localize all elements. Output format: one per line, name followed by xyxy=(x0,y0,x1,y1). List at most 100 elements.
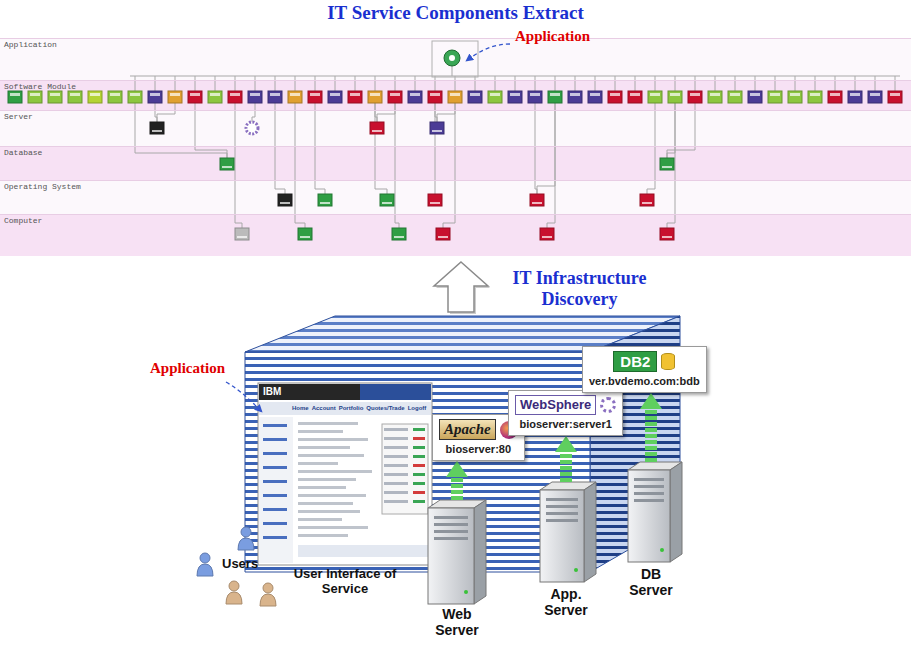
content-line xyxy=(298,446,350,449)
resource-icon-stripe xyxy=(300,236,310,238)
sidebar-link xyxy=(263,522,287,525)
product-logo: WebSphere xyxy=(515,395,596,415)
connector xyxy=(446,461,468,500)
table-change xyxy=(413,446,425,449)
sidebar-link xyxy=(263,508,287,511)
topology-link xyxy=(555,76,556,91)
topology-link xyxy=(377,103,395,122)
module-icon xyxy=(148,91,162,103)
table-change xyxy=(413,437,425,440)
screen-footer xyxy=(298,545,428,557)
screen-nav xyxy=(259,402,431,415)
topology-link xyxy=(895,76,896,91)
product-logo: Apache xyxy=(439,419,496,440)
module-icon xyxy=(748,91,762,103)
drive-slot xyxy=(634,499,664,502)
module-icon xyxy=(128,91,142,103)
lane-label: Operating System xyxy=(0,181,911,193)
connector-line xyxy=(451,475,463,500)
server-side xyxy=(474,500,486,604)
discovery-arrow xyxy=(434,262,488,312)
resource-icon xyxy=(370,122,384,134)
content-line xyxy=(298,486,346,489)
nav-tab: Logoff xyxy=(408,404,427,412)
topology-link xyxy=(775,76,776,91)
content-line xyxy=(298,454,364,457)
topology-link xyxy=(443,103,455,228)
product-icon xyxy=(661,353,675,370)
box-front xyxy=(245,352,590,572)
application-frame xyxy=(432,41,478,77)
node-label: User Interface of Service xyxy=(280,566,410,596)
sidebar-link xyxy=(263,452,287,455)
topology-links xyxy=(130,66,900,228)
resource-icon-stripe xyxy=(222,166,232,168)
nav-tab: Home xyxy=(292,404,309,412)
user-body xyxy=(197,564,213,576)
topology-link xyxy=(275,76,276,91)
content-line xyxy=(298,478,356,481)
application-icon-core xyxy=(449,55,455,61)
module-icon-stripe xyxy=(70,93,80,96)
connector xyxy=(555,436,577,482)
topology-link xyxy=(435,76,436,91)
module-icon-stripe xyxy=(430,93,440,96)
topology-link xyxy=(655,76,656,91)
drive-slot xyxy=(546,505,578,508)
module-icon xyxy=(228,91,242,103)
user-icon xyxy=(226,581,242,604)
table-change xyxy=(413,464,425,467)
resource-icon-stripe xyxy=(280,202,290,204)
topology-link xyxy=(675,76,676,91)
sidebar-link xyxy=(263,536,287,539)
table-cell xyxy=(384,428,408,431)
lane-label: Application xyxy=(0,39,911,51)
server-node: App. Server xyxy=(534,482,598,618)
quote-table xyxy=(382,424,428,514)
module-icon-stripe xyxy=(650,93,660,96)
resource-icon xyxy=(428,194,442,206)
power-led xyxy=(464,590,468,594)
lane-band: Software Module xyxy=(0,80,911,110)
topology-link xyxy=(415,76,416,91)
content-line xyxy=(298,518,342,521)
topology-link xyxy=(735,76,736,91)
sidebar-link xyxy=(263,480,287,483)
table-cell xyxy=(384,437,408,440)
topology-link xyxy=(295,103,305,228)
module-icon-stripe xyxy=(810,93,820,96)
module-icon xyxy=(308,91,322,103)
screen-sidebar xyxy=(259,417,293,563)
topology-link xyxy=(235,103,242,228)
resource-icon xyxy=(430,122,444,134)
topology-link xyxy=(835,76,836,91)
sidebar-link xyxy=(263,494,287,497)
resource-icon xyxy=(660,228,674,240)
module-icon-stripe xyxy=(30,93,40,96)
host-name: ver.bvdemo.com:bdb xyxy=(589,375,700,388)
module-icon-stripe xyxy=(470,93,480,96)
table-change xyxy=(413,473,425,476)
module-icon xyxy=(668,91,682,103)
table-cell xyxy=(384,455,408,458)
nav-tab: Quotes/Trade xyxy=(366,404,404,412)
server-icon xyxy=(246,122,258,134)
lane-band: Computer xyxy=(0,214,911,256)
module-icon xyxy=(508,91,522,103)
callout-label: Application xyxy=(515,28,590,45)
module-icon xyxy=(28,91,42,103)
topology-link xyxy=(157,103,175,122)
module-icon xyxy=(328,91,342,103)
screen-header-accent xyxy=(360,384,431,400)
module-icon-stripe xyxy=(690,93,700,96)
module-icon-stripe xyxy=(330,93,340,96)
module-icon xyxy=(288,91,302,103)
topology-link xyxy=(135,76,136,91)
module-icon xyxy=(648,91,662,103)
topology-link xyxy=(215,76,216,91)
resource-icon-stripe xyxy=(542,236,552,238)
module-icon xyxy=(168,91,182,103)
node-label: App. Server xyxy=(534,586,598,618)
